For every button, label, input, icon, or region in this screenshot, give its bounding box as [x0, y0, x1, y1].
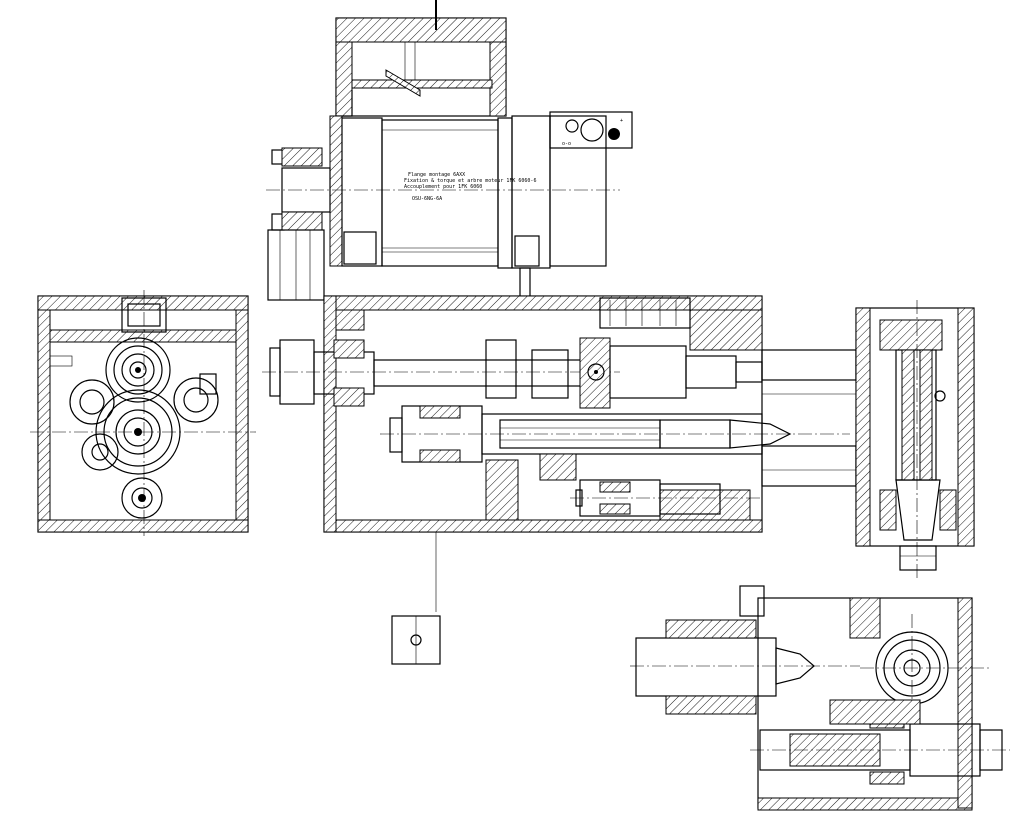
connector-mark-1: o-o — [562, 141, 571, 147]
motor-support-housing — [335, 0, 507, 117]
motor-plate-text: Flange montage 6AXX Fixation & torque et… — [404, 172, 536, 202]
connector-mark-2: + — [620, 118, 623, 124]
motor-plate-code: OSU-6NG-6A — [412, 196, 442, 202]
motor-plate-line-3: Accouplement pour 1FK 6060 — [404, 184, 482, 190]
motor-plate-line-1: Flange montage 6AXX — [408, 172, 465, 178]
gear-train-side-view — [30, 290, 256, 536]
right-head-section — [761, 300, 975, 580]
lower-right-section — [630, 585, 1010, 811]
detail-square — [391, 615, 441, 665]
motor-plate-line-2: Fixation & torque et arbre moteur 1FK 60… — [404, 178, 536, 184]
servo-motor: o-o + — [266, 111, 633, 301]
main-gearbox-section — [262, 295, 850, 612]
